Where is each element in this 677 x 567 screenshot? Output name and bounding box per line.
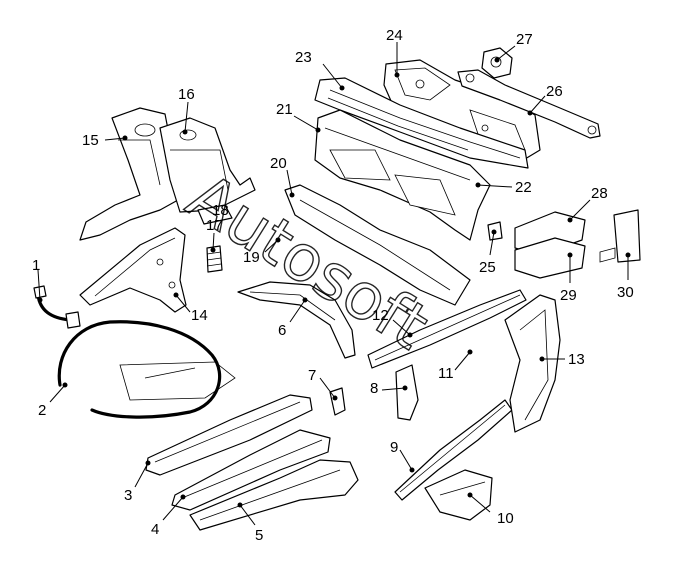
part-4-side-rail bbox=[171, 429, 331, 511]
callout-24: 24 bbox=[386, 27, 403, 44]
callout-labels: 1 2 3 4 5 6 7 8 9 10 11 12 13 14 15 16 1… bbox=[32, 27, 634, 544]
callout-16: 16 bbox=[178, 86, 195, 103]
callout-2: 2 bbox=[38, 402, 46, 419]
part-20-lower-dash bbox=[284, 184, 471, 306]
part-18-bracket bbox=[197, 204, 233, 225]
leaders bbox=[37, 42, 631, 526]
callout-7: 7 bbox=[308, 367, 316, 384]
callout-22: 22 bbox=[515, 179, 532, 196]
part-11-12-cross-member bbox=[367, 289, 527, 369]
part-6-wheelhouse-panel bbox=[237, 281, 356, 359]
part-26-linkage bbox=[457, 69, 601, 139]
callout-30: 30 bbox=[617, 284, 634, 301]
part-17-spring bbox=[206, 245, 223, 273]
callout-26: 26 bbox=[546, 83, 563, 100]
part-30-duct bbox=[599, 209, 641, 263]
part-1-hose bbox=[33, 285, 81, 329]
callout-17: 17 bbox=[206, 217, 223, 234]
part-2-seal bbox=[57, 320, 236, 419]
callout-1: 1 bbox=[32, 257, 40, 274]
callout-4: 4 bbox=[151, 521, 159, 538]
callout-19: 19 bbox=[243, 249, 260, 266]
callout-18: 18 bbox=[212, 202, 229, 219]
callout-21: 21 bbox=[276, 101, 293, 118]
callout-3: 3 bbox=[124, 487, 132, 504]
part-27-motor bbox=[481, 47, 513, 79]
callout-6: 6 bbox=[278, 322, 286, 339]
callout-27: 27 bbox=[516, 31, 533, 48]
callout-13: 13 bbox=[568, 351, 585, 368]
part-7-bracket bbox=[329, 387, 346, 416]
part-14-front-apron bbox=[79, 227, 187, 313]
part-8-bracket bbox=[395, 364, 419, 421]
callout-8: 8 bbox=[370, 380, 378, 397]
part-21-22-dash-panel bbox=[314, 109, 491, 241]
callout-9: 9 bbox=[390, 439, 398, 456]
callout-11: 11 bbox=[438, 365, 454, 382]
callout-29: 29 bbox=[560, 287, 577, 304]
callout-12: 12 bbox=[372, 307, 389, 324]
part-5-lower-rail bbox=[189, 459, 359, 531]
part-3-side-member bbox=[145, 394, 313, 476]
part-15-strut-tower bbox=[79, 107, 179, 241]
callout-14: 14 bbox=[191, 307, 208, 324]
part-29-bin bbox=[514, 237, 586, 279]
part-13-pillar bbox=[504, 294, 561, 433]
callout-15: 15 bbox=[82, 132, 99, 149]
callout-23: 23 bbox=[295, 49, 312, 66]
callout-20: 20 bbox=[270, 155, 287, 172]
part-10-floor-bracket bbox=[424, 469, 493, 521]
callout-10: 10 bbox=[497, 510, 514, 527]
callout-25: 25 bbox=[479, 259, 496, 276]
callout-28: 28 bbox=[591, 185, 608, 202]
part-23-cowl-panel bbox=[314, 77, 529, 169]
callout-5: 5 bbox=[255, 527, 263, 544]
